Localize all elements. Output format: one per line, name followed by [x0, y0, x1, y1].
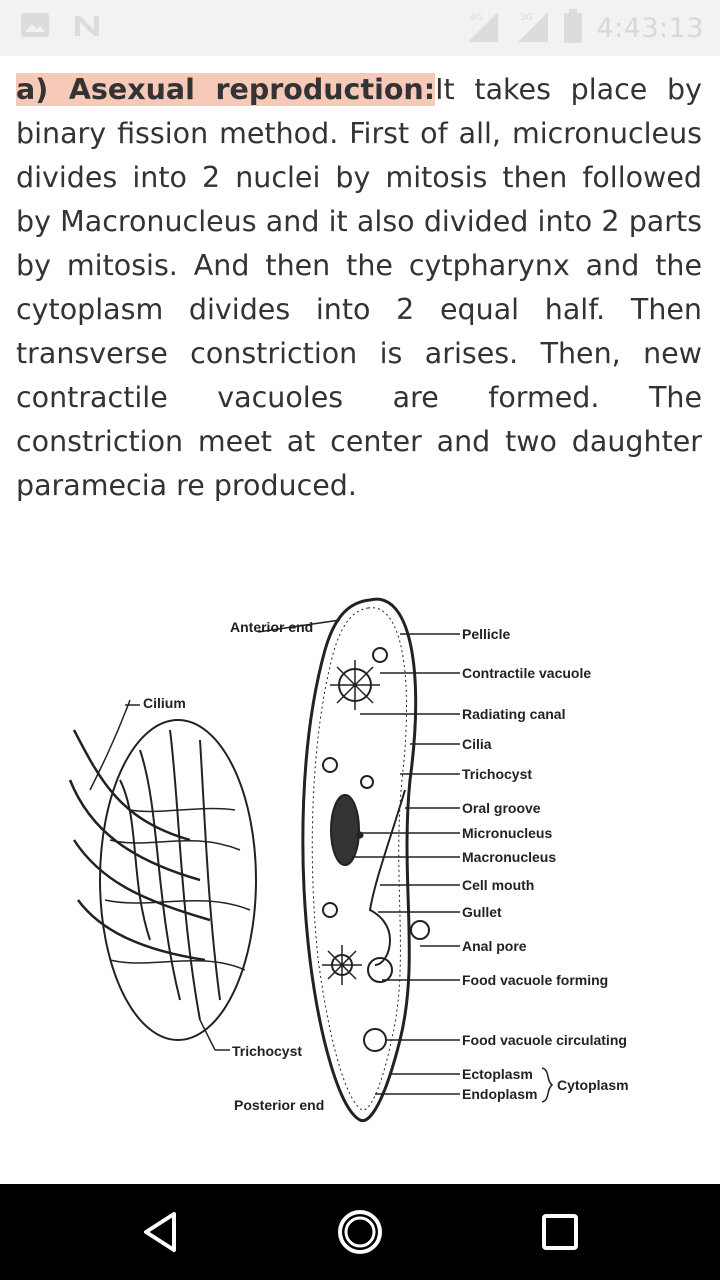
back-icon — [144, 1212, 176, 1252]
label-pellicle: Pellicle — [462, 626, 510, 642]
recents-icon — [542, 1214, 578, 1250]
recents-button[interactable] — [536, 1208, 584, 1256]
label-endoplasm: Endoplasm — [462, 1086, 537, 1102]
paramecium-diagram: Anterior end Cilium Trichocyst Posterior… — [30, 580, 700, 1140]
n-app-icon — [72, 12, 102, 42]
label-trichocyst: Trichocyst — [462, 766, 532, 782]
signal-icon: 3G — [514, 8, 550, 48]
back-button[interactable] — [136, 1208, 184, 1256]
label-food-vacuole-circulating: Food vacuole circulating — [462, 1032, 627, 1048]
label-food-vacuole-forming: Food vacuole forming — [462, 972, 608, 988]
label-leaders — [257, 619, 460, 1095]
label-macronucleus: Macronucleus — [462, 849, 556, 865]
navigation-bar — [0, 1184, 720, 1280]
label-trichocyst-left: Trichocyst — [232, 1043, 302, 1059]
label-anal-pore: Anal pore — [462, 938, 527, 954]
label-gullet: Gullet — [462, 904, 502, 920]
label-micronucleus: Micronucleus — [462, 825, 552, 841]
label-cilium: Cilium — [143, 695, 186, 711]
label-oral-groove: Oral groove — [462, 800, 541, 816]
article-paragraph: a) Asexual reproduction:It takes place b… — [16, 68, 702, 508]
home-button[interactable] — [336, 1208, 384, 1256]
clock: 4:43:13 — [596, 12, 704, 44]
label-cytoplasm: Cytoplasm — [557, 1077, 629, 1093]
signal-icon: 4G — [464, 8, 500, 48]
label-posterior-end: Posterior end — [234, 1097, 324, 1113]
label-cilia: Cilia — [462, 736, 492, 752]
home-icon — [338, 1210, 382, 1254]
label-contractile-vacuole: Contractile vacuole — [462, 665, 591, 681]
cilia-magnified-view — [68, 699, 257, 1051]
label-ectoplasm: Ectoplasm — [462, 1066, 533, 1082]
label-cell-mouth: Cell mouth — [462, 877, 534, 893]
article-body: It takes place by binary fission method.… — [16, 73, 702, 502]
svg-text:4G: 4G — [470, 13, 483, 23]
status-bar: 4G 3G 4:43:13 — [0, 0, 720, 56]
battery-icon — [564, 9, 583, 47]
svg-text:3G: 3G — [520, 13, 533, 23]
brace — [541, 1067, 554, 1103]
image-icon — [20, 12, 50, 42]
label-radiating-canal: Radiating canal — [462, 706, 565, 722]
section-heading: a) Asexual reproduction: — [16, 73, 436, 106]
label-anterior-end: Anterior end — [230, 619, 313, 635]
paramecium-body — [301, 597, 430, 1123]
